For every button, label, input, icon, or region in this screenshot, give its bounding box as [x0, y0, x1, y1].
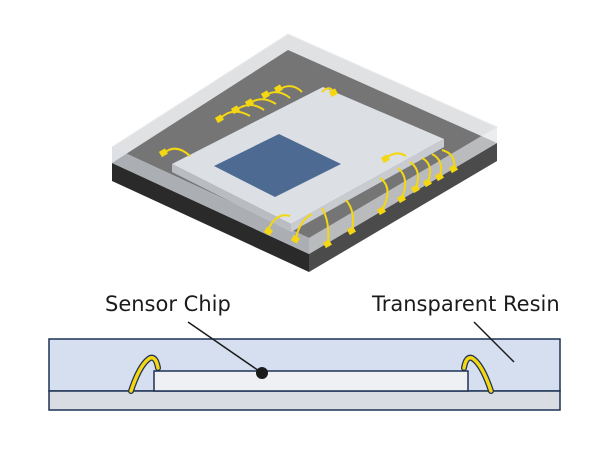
chip-side-3d-right: [291, 139, 444, 232]
package-3d-illustration: [110, 33, 499, 272]
bond-wire-left: [129, 355, 160, 393]
resin-right-face: [309, 127, 497, 254]
resin-left-face: [112, 147, 309, 254]
transparent-resin-leader-line: [473, 321, 515, 363]
sensor-chip-leader-line: [187, 321, 263, 374]
cross-section-illustration: [48, 321, 561, 411]
sensor-chip-leader-dot: [256, 367, 268, 379]
substrate-left-side: [112, 163, 309, 272]
bond-wire-right: [462, 355, 493, 393]
sensor-die: [214, 134, 341, 197]
bond-wires-back-lines: [163, 85, 335, 157]
substrate-right-side: [309, 143, 497, 272]
substrate-cross-section: [48, 390, 561, 411]
sensor-chip-label: Sensor Chip: [105, 292, 231, 316]
bond-wires-front-lines: [267, 149, 456, 244]
transparent-resin-label: Transparent Resin: [372, 292, 560, 316]
chip-side-3d: [172, 164, 291, 232]
sensor-chip-cross-section: [153, 370, 469, 392]
